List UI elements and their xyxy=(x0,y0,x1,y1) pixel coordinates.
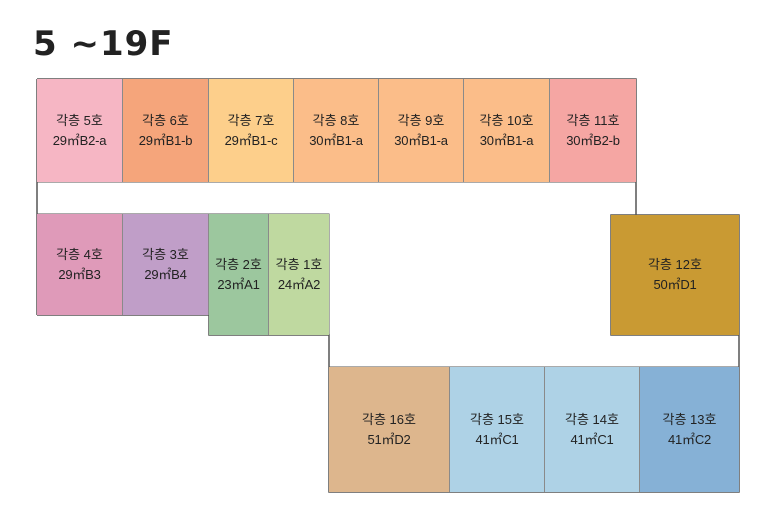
unit-type: 41㎡C2 xyxy=(667,431,712,447)
unit-number: 각층 7호 xyxy=(227,112,275,128)
unit-number: 각층 5호 xyxy=(56,112,103,128)
unit-10[interactable]: 각층 10호 30㎡B1-a xyxy=(464,79,550,182)
unit-type: 30㎡B2-b xyxy=(566,132,620,148)
unit-9[interactable]: 각층 9호 30㎡B1-a xyxy=(379,79,464,182)
unit-type: 24㎡A2 xyxy=(277,276,321,292)
unit-type: 29㎡B4 xyxy=(144,266,187,282)
unit-type: 29㎡B2-a xyxy=(52,132,107,148)
unit-type: 41㎡C1 xyxy=(570,431,614,447)
unit-number: 각층 8호 xyxy=(312,112,360,128)
unit-type: 41㎡C1 xyxy=(475,431,519,447)
unit-number: 각층 16호 xyxy=(362,411,416,427)
unit-number: 각층 1호 xyxy=(275,256,323,272)
unit-type: 23㎡A1 xyxy=(217,276,260,292)
unit-type: 29㎡B1-c xyxy=(224,132,278,148)
unit-14[interactable]: 각층 14호 41㎡C1 xyxy=(545,367,640,492)
unit-type: 30㎡B1-a xyxy=(394,132,448,148)
unit-number: 각층 12호 xyxy=(648,257,702,272)
unit-type: 29㎡B3 xyxy=(58,266,101,282)
unit-12[interactable]: 각층 12호 50㎡D1 xyxy=(611,215,739,335)
unit-number: 각층 2호 xyxy=(215,256,262,272)
unit-16[interactable]: 각층 16호 51㎡D2 xyxy=(329,367,450,492)
unit-13[interactable]: 각층 13호 41㎡C2 xyxy=(640,367,739,492)
unit-type: 51㎡D2 xyxy=(367,431,411,447)
unit-number: 각층 14호 xyxy=(565,411,619,427)
unit-number: 각층 15호 xyxy=(470,411,524,427)
unit-2[interactable]: 각층 2호 23㎡A1 xyxy=(209,214,269,335)
unit-1[interactable]: 각층 1호 24㎡A2 xyxy=(269,214,329,335)
floor-title: 5 ~19F xyxy=(33,24,174,64)
unit-7[interactable]: 각층 7호 29㎡B1-c xyxy=(209,79,294,182)
unit-15[interactable]: 각층 15호 41㎡C1 xyxy=(450,367,545,492)
unit-number: 각층 3호 xyxy=(142,246,189,262)
unit-number: 각층 4호 xyxy=(56,246,103,262)
unit-type: 50㎡D1 xyxy=(653,277,697,292)
unit-number: 각층 11호 xyxy=(566,112,620,128)
unit-11[interactable]: 각층 11호 30㎡B2-b xyxy=(550,79,636,182)
unit-8[interactable]: 각층 8호 30㎡B1-a xyxy=(294,79,379,182)
unit-type: 30㎡B1-a xyxy=(309,132,363,148)
unit-number: 각층 9호 xyxy=(397,112,445,128)
unit-type: 29㎡B1-b xyxy=(138,132,193,148)
unit-number: 각층 13호 xyxy=(662,411,717,427)
unit-number: 각층 6호 xyxy=(142,112,189,128)
unit-3[interactable]: 각층 3호 29㎡B4 xyxy=(123,214,209,315)
unit-type: 30㎡B1-a xyxy=(479,132,534,148)
unit-number: 각층 10호 xyxy=(479,112,534,128)
unit-6[interactable]: 각층 6호 29㎡B1-b xyxy=(123,79,209,182)
unit-5[interactable]: 각층 5호 29㎡B2-a xyxy=(37,79,123,182)
unit-4[interactable]: 각층 4호 29㎡B3 xyxy=(37,214,123,315)
